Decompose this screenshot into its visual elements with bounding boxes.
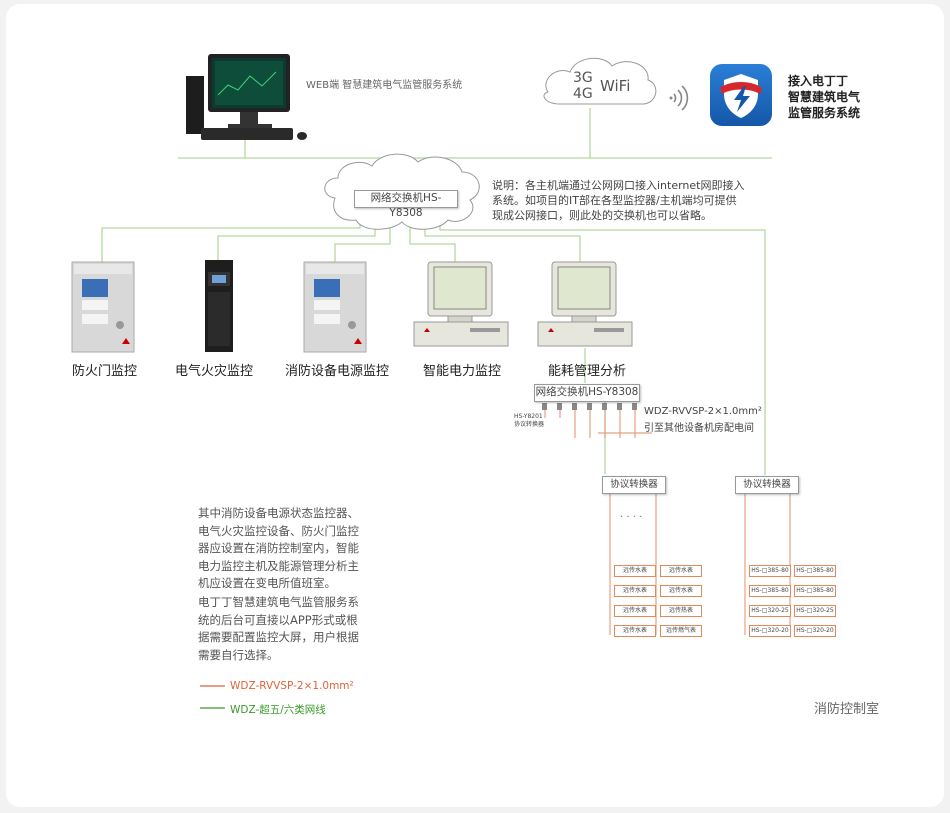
link-power-supply — [334, 222, 391, 262]
meter-right-b-2: HS-□385-80 — [794, 585, 836, 597]
meter-right-a-3: HS-□320-25 — [749, 605, 791, 617]
meter-left-a-4: 远传水表 — [614, 625, 656, 637]
link-converter-right — [439, 222, 766, 475]
meter-right-a-2: HS-□385-80 — [749, 585, 791, 597]
fire-door-monitor-device — [71, 261, 135, 353]
meter-left-a-2: 远传水表 — [614, 585, 656, 597]
device-label-power-supply: 消防设备电源监控 — [285, 364, 390, 379]
note-text: 说明：各主机端通过公网网口接入internet网即接入 系统。如项目的IT部在各… — [492, 179, 745, 222]
cable-note-line1: WDZ-RVVSP-2×1.0mm² — [644, 406, 762, 417]
cloud-top-shape — [543, 57, 657, 105]
app-name-line2: 智慧建筑电气 — [788, 90, 861, 104]
converter-small-label: HS-Y8201 协议转换器 — [514, 413, 545, 428]
link-energy — [424, 222, 581, 262]
more-dots: · · · · — [620, 512, 643, 523]
power-supply-monitor-device — [303, 261, 367, 353]
explanation-paragraph-2: 电丁丁智慧建筑电气监管服务系 统的后台可直接以APP形式或根 据需要配置监控大屏… — [198, 595, 359, 662]
meter-left-b-2: 远传水表 — [660, 585, 702, 597]
smart-power-pc-device — [413, 261, 509, 347]
energy-analysis-pc-device — [537, 261, 633, 347]
meter-right-b-3: HS-□320-25 — [794, 605, 836, 617]
converter-strip — [542, 403, 637, 410]
room-label: 消防控制室 — [814, 702, 880, 717]
meter-left-a-3: 远传水表 — [614, 605, 656, 617]
link-fire-door — [101, 222, 361, 262]
converter-left-box: 协议转换器 — [602, 476, 666, 494]
wifi-icon — [673, 85, 689, 111]
meter-right-b-4: HS-□320-20 — [794, 625, 836, 637]
app-logo-icon — [710, 64, 772, 126]
cloud-wifi-label: WiFi — [600, 77, 631, 95]
cloud-4g-label: 4G — [573, 86, 593, 102]
diagram-card — [6, 4, 944, 807]
device-label-smart-power: 智能电力监控 — [423, 364, 502, 379]
legend-rs485-label: WDZ-RVVSP-2×1.0mm² — [230, 680, 354, 692]
meter-right-a-1: HS-□385-80 — [749, 565, 791, 577]
meter-left-a-1: 远传水表 — [614, 565, 656, 577]
meter-left-b-1: 远传水表 — [660, 565, 702, 577]
meter-right-b-1: HS-□385-80 — [794, 565, 836, 577]
monitor-pc-icon — [186, 54, 307, 140]
explanation-paragraph-1: 其中消防设备电源状态监控器、 电气火灾监控设备、防火门监控 器应设置在消防控制室… — [198, 506, 359, 590]
cloud-3g-label: 3G — [573, 70, 593, 86]
cable-note-line2: 引至其他设备机房配电间 — [644, 423, 754, 434]
web-system-label: WEB端 智慧建筑电气监管服务系统 — [306, 80, 463, 91]
app-name-line1: 接入电丁丁 — [788, 74, 849, 88]
meter-right-a-4: HS-□320-20 — [749, 625, 791, 637]
device-label-energy: 能耗管理分析 — [548, 364, 627, 379]
sub-switch-box: 网络交换机HS-Y8308 — [534, 384, 640, 402]
device-label-elec-fire: 电气火灾监控 — [175, 364, 254, 379]
meter-left-b-4: 远传燃气表 — [660, 625, 702, 637]
device-label-fire-door: 防火门监控 — [72, 364, 138, 379]
main-switch-box: 网络交换机HS-Y8308 — [354, 190, 458, 219]
electrical-fire-cabinet-device — [205, 260, 233, 352]
meter-left-b-3: 远传热表 — [660, 605, 702, 617]
app-name-line3: 监管服务系统 — [788, 106, 861, 120]
shield-icon — [720, 74, 762, 118]
converter-right-box: 协议转换器 — [735, 476, 799, 494]
link-smart-power — [409, 222, 456, 262]
legend-network-label: WDZ-超五/六类网线 — [230, 704, 326, 716]
